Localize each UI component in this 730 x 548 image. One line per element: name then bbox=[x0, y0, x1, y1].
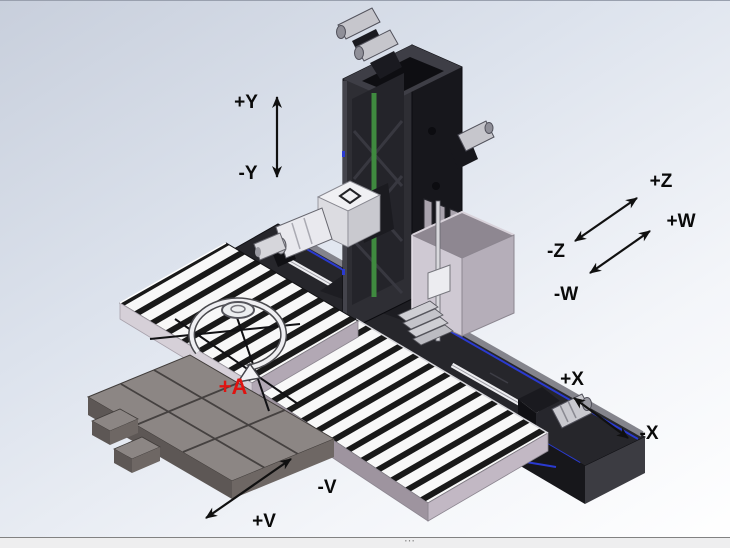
rotation-axis-knob bbox=[221, 301, 255, 319]
rotation-axis-annotation bbox=[149, 297, 301, 412]
side-motor bbox=[450, 120, 495, 169]
z-axis-arrow bbox=[574, 197, 638, 242]
bottom-resize-bar: ⋯ bbox=[0, 535, 730, 548]
axis-label-plus-y: +Y bbox=[234, 92, 258, 113]
x-axis-arrow bbox=[573, 397, 629, 439]
axis-label-plus-a: +A bbox=[218, 374, 248, 399]
axis-label-minus-x: -X bbox=[639, 423, 659, 444]
v-axis-arrow bbox=[205, 458, 292, 519]
axis-arrows bbox=[205, 96, 651, 519]
axis-label-minus-v: -V bbox=[317, 477, 337, 498]
carriage-block bbox=[427, 264, 451, 300]
machine-axes-diagram bbox=[86, 7, 651, 522]
resize-grip-icon[interactable]: ⋯ bbox=[404, 535, 416, 547]
a-rotation-arrow bbox=[188, 297, 288, 384]
y-axis-motor bbox=[336, 7, 402, 79]
axis-label-minus-y: -Y bbox=[238, 163, 258, 184]
axis-label-plus-w: +W bbox=[666, 211, 696, 232]
spindle-tip bbox=[255, 247, 261, 257]
spindle-top-port bbox=[338, 187, 362, 205]
platform-tab bbox=[91, 408, 139, 445]
platform-tab bbox=[113, 436, 161, 473]
tool-magazine-box bbox=[397, 200, 515, 346]
spindle-headstock bbox=[253, 180, 394, 261]
w-axis-arrow bbox=[589, 230, 651, 274]
way-cover-steps bbox=[397, 300, 454, 346]
axis-label-plus-v: +V bbox=[252, 511, 276, 532]
axis-label-minus-w: -W bbox=[553, 284, 579, 305]
axis-label-plus-z: +Z bbox=[649, 171, 673, 192]
axis-label-plus-x: +X bbox=[560, 369, 584, 390]
axis-label-minus-z: -Z bbox=[547, 241, 565, 262]
